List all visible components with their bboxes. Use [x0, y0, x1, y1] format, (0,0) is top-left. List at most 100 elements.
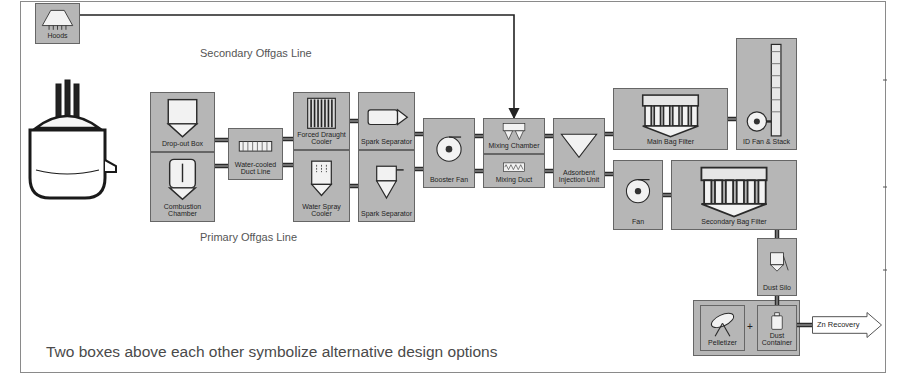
duct-connector	[777, 296, 778, 305]
icon-part	[673, 106, 679, 126]
duct-outer	[215, 164, 228, 169]
duct-connector	[663, 195, 671, 196]
node-label: Fan	[630, 218, 646, 229]
icon-part	[321, 165, 322, 172]
icon-part	[515, 131, 523, 140]
equipment-icon	[39, 7, 76, 32]
icon-part	[664, 106, 670, 126]
duct-inner	[350, 120, 358, 121]
icon-part	[317, 99, 319, 127]
process-box: Booster Fan	[423, 118, 475, 188]
duct-outer	[350, 119, 358, 124]
furnace-bath	[36, 170, 99, 174]
icon-part	[654, 106, 660, 126]
icon-part	[715, 180, 722, 204]
node-label: Secondary Bag Filter	[699, 218, 768, 229]
duct-outer	[283, 163, 293, 168]
icon-part	[503, 123, 525, 130]
icon-part	[783, 256, 788, 270]
duct-connector	[545, 136, 553, 137]
node-label: Mixing Duct	[494, 176, 535, 187]
duct-outer	[775, 296, 780, 305]
duct-inner	[776, 230, 777, 238]
duct-outer	[775, 230, 780, 238]
node-label: Dust Silo	[761, 284, 793, 295]
duct-outer	[728, 117, 736, 122]
duct-inner	[415, 133, 423, 134]
duct-connector	[350, 186, 358, 187]
node-label: Drop-out Box	[160, 140, 205, 151]
equipment-icon	[427, 122, 471, 176]
node-label: Forced Draught Cooler	[294, 131, 349, 149]
icon-part	[771, 44, 781, 135]
node-label: Hoods	[45, 32, 69, 43]
arrow-outline	[813, 313, 882, 338]
equipment-icon	[362, 154, 411, 210]
duct-inner	[415, 168, 423, 169]
duct-outer	[605, 132, 613, 137]
duct-inner	[663, 194, 671, 195]
icon-part	[775, 313, 780, 316]
icon-part	[771, 87, 781, 88]
icon-part	[561, 134, 596, 157]
icon-part	[262, 142, 263, 152]
icon-part	[49, 26, 50, 30]
icon-part	[42, 10, 72, 25]
icon-part	[316, 165, 317, 172]
icon-part	[704, 180, 711, 204]
duct-connector	[350, 121, 358, 122]
equipment-icon	[761, 242, 793, 284]
frame-tick	[883, 187, 887, 188]
icon-part	[771, 75, 781, 76]
icon-part	[377, 166, 397, 181]
node-label: Main Bag Filter	[645, 138, 696, 149]
icon-part	[170, 188, 196, 199]
icon-part	[182, 164, 183, 183]
duct-connector	[283, 139, 293, 140]
icon-part	[437, 137, 461, 161]
duct-connector	[605, 134, 613, 135]
furnace-shell	[30, 130, 105, 198]
icon-part	[170, 159, 196, 188]
node-label: Water Spray Cooler	[294, 203, 349, 221]
icon-part	[368, 110, 397, 125]
node-label: Mixing Chamber	[487, 142, 542, 153]
filter-box: Secondary Bag Filter	[671, 160, 797, 230]
node-label: Combustion Chamber	[151, 203, 214, 221]
duct-inner	[797, 324, 812, 325]
equipment-icon	[740, 42, 793, 138]
icon-part	[635, 188, 641, 194]
duct-outer	[545, 169, 553, 174]
icon-part	[726, 180, 733, 204]
filter-box: Main Bag Filter	[613, 88, 728, 150]
icon-part	[314, 99, 316, 127]
equipment-icon	[761, 309, 793, 332]
icon-part	[638, 179, 650, 180]
icon-part	[643, 126, 699, 137]
duct-connector	[415, 169, 423, 170]
duct-connector	[215, 140, 228, 141]
icon-part	[324, 99, 326, 127]
icon-part	[723, 323, 730, 336]
icon-part	[772, 316, 783, 330]
frame-tick	[883, 80, 887, 81]
electric-arc-furnace	[30, 80, 116, 198]
icon-part	[168, 100, 197, 124]
icon-part	[771, 51, 781, 52]
icon-part	[691, 106, 697, 126]
duct-inner	[776, 296, 777, 305]
outer-frame	[21, 2, 886, 373]
duct-outer	[415, 167, 423, 172]
icon-part	[398, 110, 408, 125]
duct-inner	[728, 118, 736, 119]
duct-connector	[475, 136, 483, 137]
icon-part	[57, 26, 58, 30]
icon-part	[643, 95, 699, 106]
equipment-icon	[297, 154, 346, 203]
duct-inner	[215, 165, 228, 166]
icon-part	[239, 142, 271, 152]
equipment-icon	[557, 122, 601, 169]
icon-part	[312, 161, 332, 184]
duct-outer	[215, 138, 228, 143]
